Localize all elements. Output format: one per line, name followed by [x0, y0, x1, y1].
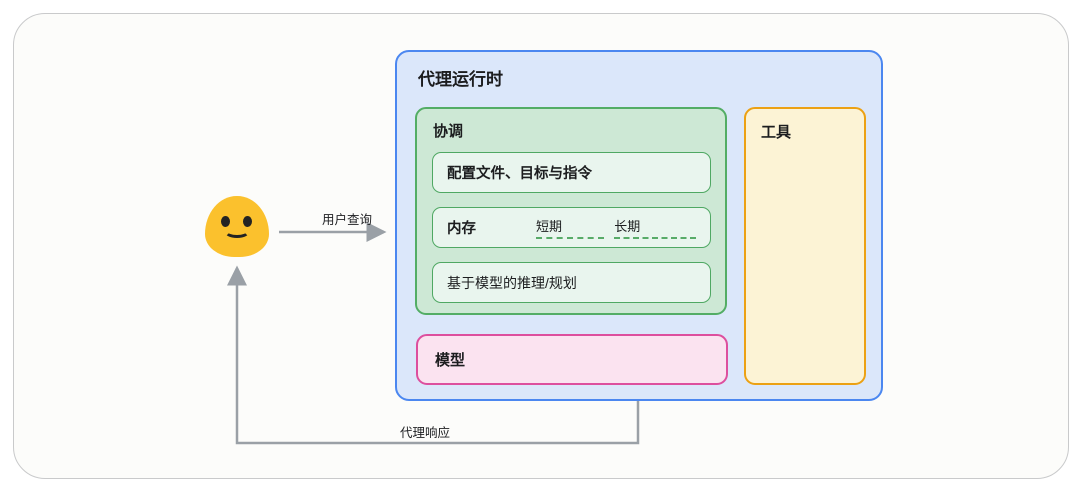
memory-box: 内存 短期 长期 [432, 207, 711, 248]
orchestration-box: 协调 配置文件、目标与指令 内存 短期 长期 基于模型的推理/规划 [415, 107, 727, 315]
orchestration-title: 协调 [433, 123, 464, 140]
profile-goals-instructions-box: 配置文件、目标与指令 [432, 152, 711, 193]
profile-goals-instructions-label: 配置文件、目标与指令 [447, 166, 592, 182]
memory-label: 内存 [447, 221, 476, 237]
model-box: 模型 [416, 334, 728, 385]
agent-response-label: 代理响应 [399, 426, 450, 440]
smiley-left-eye [221, 216, 230, 227]
tools-box: 工具 [744, 107, 866, 385]
model-title: 模型 [435, 352, 466, 369]
agent-runtime-title: 代理运行时 [418, 70, 503, 89]
agent-runtime-box: 代理运行时 协调 配置文件、目标与指令 内存 短期 长期 基于模型的推理/规划 … [395, 50, 883, 401]
smiley-right-eye [243, 216, 252, 227]
user-query-label: 用户查询 [321, 213, 372, 227]
model-based-reasoning-box: 基于模型的推理/规划 [432, 262, 711, 303]
model-based-reasoning-label: 基于模型的推理/规划 [447, 274, 577, 291]
smiley-mouth [224, 224, 250, 238]
memory-long-term-label: 长期 [614, 216, 696, 239]
user-smiley-icon [205, 196, 269, 257]
tools-title: 工具 [761, 124, 792, 141]
memory-short-term-label: 短期 [536, 216, 605, 239]
